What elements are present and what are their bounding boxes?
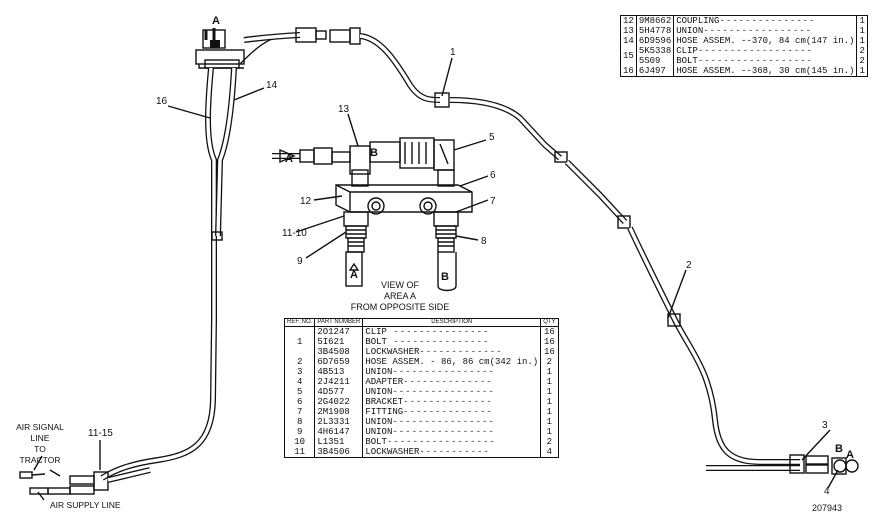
table-row: 5 4D577 UNION---------------- 1 <box>283 387 559 397</box>
table-row: 16 6J497 HOSE ASSEM. --368, 30 cm(145 in… <box>620 66 868 77</box>
callout-2: 2 <box>686 260 692 271</box>
table-row: 3B4508 LOCKWASHER------------- 16 <box>285 347 559 357</box>
callout-8: 8 <box>481 236 487 247</box>
callout-7: 7 <box>490 196 496 207</box>
air-signal-label: AIR SIGNAL LINE TO TRACTOR <box>16 422 64 465</box>
table-row: 3 4B513 UNION---------------- 1 <box>283 367 559 377</box>
parts-table-main: REF. NO. PART NUMBER DESCRIPTION QTY 1 2… <box>283 318 559 458</box>
hose-2-upper <box>359 33 800 471</box>
table-row: 7 2M1908 FITTING-------------- 1 <box>283 407 559 417</box>
header-ref: REF. NO. <box>283 318 316 327</box>
callout-6: 6 <box>490 170 496 181</box>
header-description: DESCRIPTION <box>362 318 542 327</box>
parts-table-top: 12 9M8662 COUPLING--------------- 1 13 5… <box>620 15 868 77</box>
callout-5: 5 <box>489 132 495 143</box>
leader-lines <box>33 57 839 501</box>
table-row: 5S09 BOLT------------------ 2 <box>621 56 868 66</box>
callout-4: 4 <box>824 486 830 497</box>
callout-12: 12 <box>300 196 312 207</box>
table-row: 11 3B4506 LOCKWASHER----------- 4 <box>283 447 559 458</box>
hose-16 <box>100 67 217 481</box>
connector-label-b-center: B <box>370 147 378 159</box>
callout-9: 9 <box>297 256 303 267</box>
table-row: 8 2L3331 UNION---------------- 1 <box>283 417 559 427</box>
connector-label-b-right: B <box>835 443 843 455</box>
connector-label-a-top: A <box>212 15 220 27</box>
table-row: 14 6D9596 HOSE ASSEM. --370, 84 cm(147 i… <box>620 36 868 46</box>
callout-3: 3 <box>822 420 828 431</box>
hose-14 <box>211 67 237 241</box>
table-header-row: REF. NO. PART NUMBER DESCRIPTION QTY <box>283 318 559 327</box>
callout-11-15: 11-15 <box>88 428 113 439</box>
table-row: 12 9M8662 COUPLING--------------- 1 <box>620 15 868 26</box>
bottom-left-fittings <box>19 467 151 495</box>
header-qty: QTY <box>540 318 559 327</box>
callout-11-10: 11-10 <box>282 228 307 239</box>
top-hose-segment <box>243 27 361 45</box>
callout-16: 16 <box>156 96 168 107</box>
callout-14: 14 <box>266 80 278 91</box>
right-end-fittings <box>789 454 859 475</box>
table-row: 6 2G4022 BRACKET-------------- 1 <box>283 397 559 407</box>
header-part: PART NUMBER <box>314 318 364 327</box>
connector-label-a-right: A <box>846 449 854 461</box>
table-row: 10 L1351 BOLT----------------- 2 <box>283 437 559 447</box>
table-row: 4 2J4211 ADAPTER-------------- 1 <box>283 377 559 387</box>
callout-13: 13 <box>338 104 350 115</box>
table-row: 9 4H6147 UNION---------------- 1 <box>283 427 559 437</box>
view-caption: VIEW OF AREA A FROM OPPOSITE SIDE <box>350 280 450 312</box>
table-row: 15 5K5338 CLIP------------------ 2 <box>620 46 868 66</box>
connector-label-a-center: A <box>285 153 293 165</box>
callout-1: 1 <box>450 47 456 58</box>
air-supply-label: AIR SUPPLY LINE <box>50 500 121 510</box>
table-row: 13 5H4778 UNION----------------- 1 <box>620 26 868 36</box>
table-row: 2 6D7659 HOSE ASSEM. - 86, 86 cm(342 in.… <box>283 357 559 367</box>
area-a-detail <box>272 137 473 292</box>
table-row: 1 2O1247 CLIP --------------- 16 <box>283 326 559 357</box>
top-left-coupling-block <box>195 28 245 69</box>
connector-label-b-bottom: B <box>441 271 449 283</box>
table-row: 5I621 BOLT --------------- 16 <box>285 337 559 347</box>
figure-number: 207943 <box>812 503 843 513</box>
connector-label-a-bottom: A <box>350 269 358 281</box>
